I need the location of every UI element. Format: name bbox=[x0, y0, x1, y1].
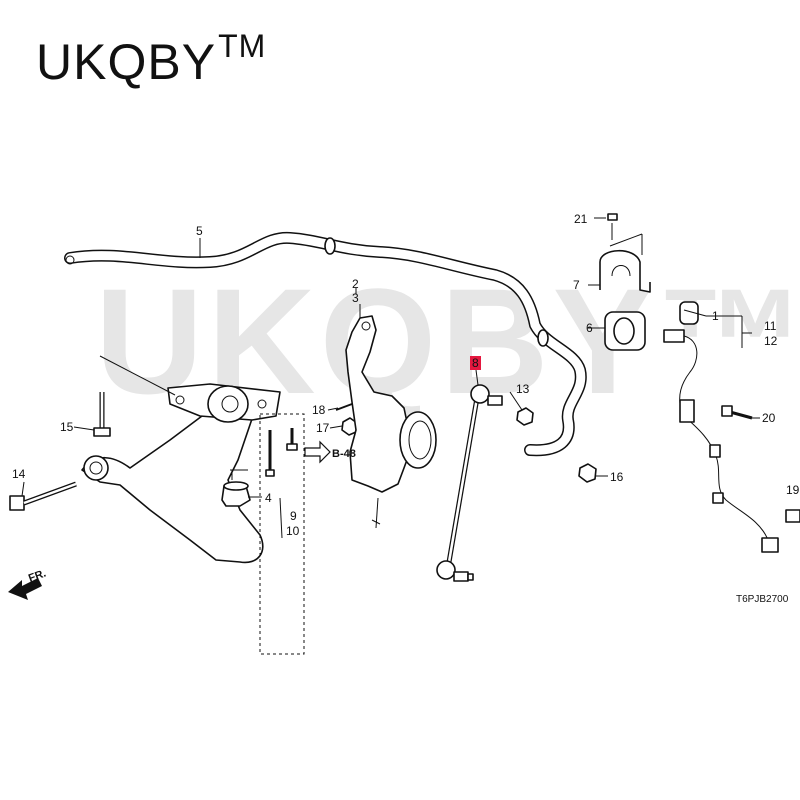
callout-13: 13 bbox=[516, 382, 530, 396]
front-label: FR. bbox=[27, 567, 48, 584]
callout-8: 8 bbox=[472, 356, 479, 370]
callout-6: 6 bbox=[586, 321, 593, 335]
diagram-code: T6PJB2700 bbox=[736, 594, 789, 605]
brand-logo: UKQBYTM bbox=[36, 28, 266, 91]
bolt-20 bbox=[721, 405, 760, 420]
callout-18: 18 bbox=[312, 403, 326, 417]
callout-19: 19 bbox=[786, 483, 800, 497]
callout-8-highlight bbox=[470, 356, 481, 370]
callout-17: 17 bbox=[316, 421, 330, 435]
callout-4: 4 bbox=[265, 491, 272, 505]
callout-15: 15 bbox=[60, 420, 74, 434]
lower-control-arm bbox=[81, 383, 281, 564]
bolt-set-box bbox=[259, 413, 305, 655]
callout-9: 9 bbox=[290, 509, 297, 523]
bolt-15 bbox=[93, 392, 111, 437]
callout-2: 2 bbox=[352, 277, 359, 291]
bolt-18 bbox=[335, 403, 353, 411]
bushing-bracket bbox=[588, 213, 651, 293]
stabilizer-link bbox=[436, 384, 503, 582]
brand-name: UKQBY bbox=[36, 34, 217, 90]
callout-14: 14 bbox=[12, 467, 26, 481]
callouts: 1 2 3 4 5 6 7 8 9 10 11 12 13 14 15 16 1… bbox=[12, 212, 800, 605]
callout-16: 16 bbox=[610, 470, 624, 484]
bolt-14 bbox=[9, 481, 77, 511]
ref-label: B-48 bbox=[332, 448, 356, 460]
front-arrow-icon bbox=[8, 578, 42, 600]
brand-trademark: TM bbox=[218, 28, 267, 64]
nut-13 bbox=[516, 407, 534, 426]
callout-21: 21 bbox=[574, 212, 588, 226]
ref-arrow bbox=[304, 440, 331, 464]
stabilizer-bushing bbox=[604, 311, 646, 351]
stabilizer-bar bbox=[64, 231, 587, 457]
callout-11: 11 bbox=[764, 319, 777, 333]
callout-5: 5 bbox=[196, 224, 203, 238]
callout-12: 12 bbox=[764, 334, 778, 348]
callout-7: 7 bbox=[573, 278, 580, 292]
leader-lines bbox=[21, 217, 707, 539]
callout-10: 10 bbox=[286, 524, 300, 538]
callout-3: 3 bbox=[352, 291, 359, 305]
ball-joint-boot bbox=[221, 469, 251, 507]
steering-knuckle bbox=[345, 315, 437, 529]
nut-16 bbox=[578, 463, 597, 483]
callout-1: 1 bbox=[712, 309, 719, 323]
wheel-speed-sensor bbox=[663, 301, 800, 553]
callout-20: 20 bbox=[762, 411, 776, 425]
